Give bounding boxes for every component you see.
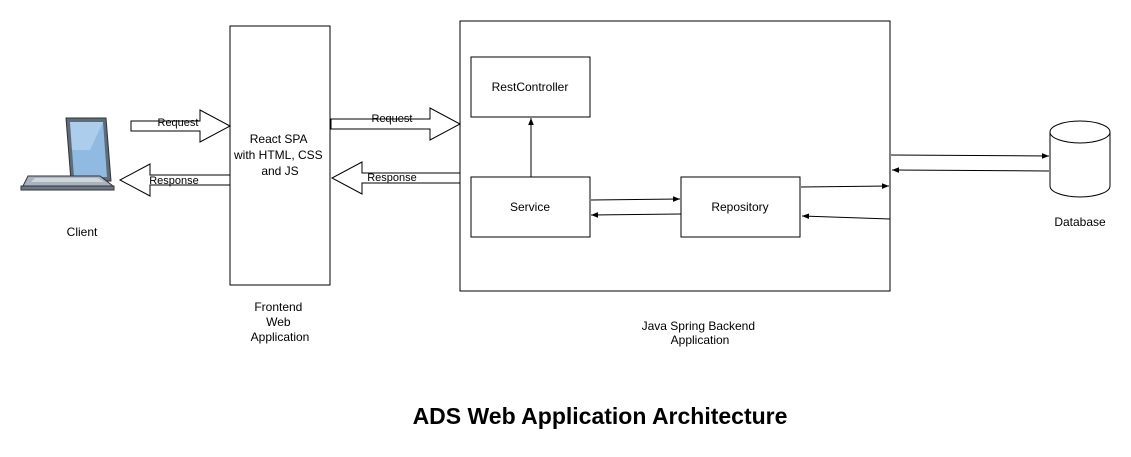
backend-request-arrow <box>330 107 462 141</box>
laptop-icon <box>20 117 115 191</box>
database-to-backend-arrow <box>891 167 1050 173</box>
frontend-box <box>229 25 331 286</box>
service-label: Service <box>510 200 550 214</box>
backend-request-label: Request <box>372 113 413 125</box>
frontend-box-text: React SPA with HTML, CSS and JS <box>233 132 326 178</box>
backend-to-database-arrow <box>890 153 1050 159</box>
frontend-caption: Frontend Web Application <box>251 300 310 344</box>
client-request-label: Request <box>158 117 199 129</box>
diagram-title: ADS Web Application Architecture <box>413 403 788 429</box>
frontend-box-text-line: React SPA <box>250 132 308 146</box>
frontend-caption-line: Frontend <box>254 300 302 314</box>
backend-response-label: Response <box>367 172 417 184</box>
service-to-repository-arrow <box>590 196 681 202</box>
frontend-box-text-line: with HTML, CSS <box>233 148 323 162</box>
frontend-caption-line: Application <box>251 330 310 344</box>
client-response-arrow <box>118 163 231 197</box>
backend-caption-line: Java Spring Backend <box>642 319 755 333</box>
repository-label: Repository <box>711 200 768 214</box>
service-box <box>470 176 591 238</box>
repository-to-service-arrow <box>590 212 682 218</box>
rest-controller-label: RestController <box>492 80 569 94</box>
backend-container <box>459 20 891 292</box>
client-response-label: Response <box>149 175 199 187</box>
rest-controller-box <box>470 56 591 118</box>
edge-to-repository-arrow <box>801 213 891 220</box>
backend-response-arrow <box>330 161 461 195</box>
frontend-box-text-line: and JS <box>261 164 298 178</box>
client-request-arrow <box>130 109 232 143</box>
database-label: Database <box>1054 215 1106 229</box>
repository-to-edge-arrow <box>800 183 890 189</box>
frontend-caption-line: Web <box>266 315 291 329</box>
repository-box <box>680 176 801 238</box>
database-cylinder-icon <box>1049 120 1111 198</box>
backend-caption-line: Application <box>671 333 730 347</box>
client-label: Client <box>67 225 98 239</box>
backend-caption: Java Spring Backend Application <box>642 319 759 347</box>
